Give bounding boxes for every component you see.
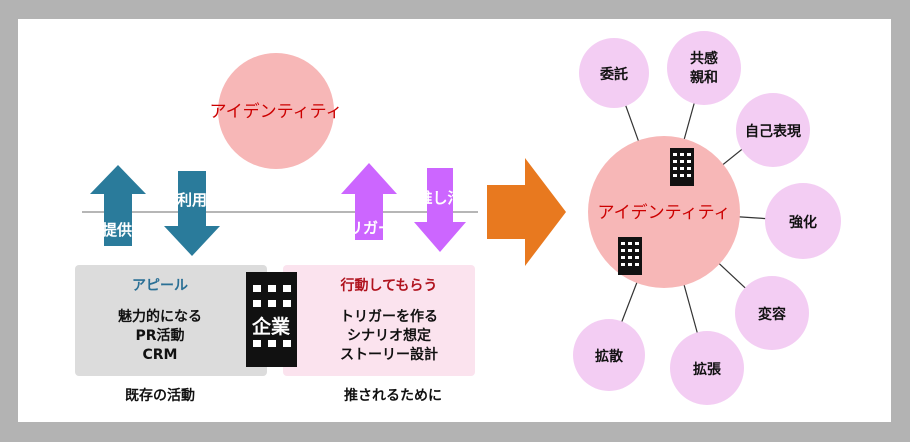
action-line: トリガーを作る [340, 308, 438, 325]
satellite-label: 拡張 [693, 361, 722, 378]
trigger-label: トリガー [333, 219, 393, 237]
action-line: シナリオ想定 [347, 327, 431, 344]
provide-label: 提供 [102, 221, 132, 239]
satellite-label-line1: 共感 [690, 50, 718, 67]
company-label: 企業 [251, 315, 291, 338]
transition-arrow [487, 158, 566, 266]
appeal-line: PR活動 [135, 327, 184, 344]
oshikatsu-arrow [414, 168, 466, 252]
satellite-circle [670, 331, 744, 405]
satellite-circle [736, 93, 810, 167]
provide-arrow [90, 165, 146, 246]
satellite-label: 自己表現 [745, 123, 801, 140]
identity-circle [218, 53, 334, 169]
appeal-line: CRM [143, 347, 178, 363]
satellite-label: 強化 [789, 214, 817, 231]
action-box [283, 265, 475, 376]
satellite-label: 委託 [599, 66, 628, 83]
appeal-box [75, 265, 267, 376]
existing-caption: 既存の活動 [125, 387, 195, 404]
satellite-circle [735, 276, 809, 350]
building-icon [670, 148, 694, 186]
company-building-icon [246, 272, 297, 367]
oshi-caption: 推されるために [344, 387, 442, 404]
satellite-circle [573, 319, 645, 391]
satellite-label: 拡散 [595, 348, 624, 365]
action-line: ストーリー設計 [340, 346, 438, 363]
appeal-line: 魅力的になる [118, 308, 202, 325]
trigger-arrow [341, 163, 397, 240]
appeal-title: アピール [132, 278, 188, 294]
satellite-circle [579, 38, 649, 108]
building-icon [618, 237, 642, 275]
satellite-label: 変容 [758, 306, 786, 323]
use-label: 利用 [177, 191, 207, 209]
action-title: 行動してもらう [340, 277, 438, 294]
center-identity-label: アイデンティティ [597, 202, 730, 223]
satellite-circle [765, 183, 841, 259]
oshikatsu-label: 推し活 [417, 189, 462, 207]
satellite-label-line2: 親和 [690, 69, 718, 86]
satellite-circle [667, 31, 741, 105]
identity-label: アイデンティティ [209, 101, 342, 122]
use-arrow [164, 171, 220, 256]
